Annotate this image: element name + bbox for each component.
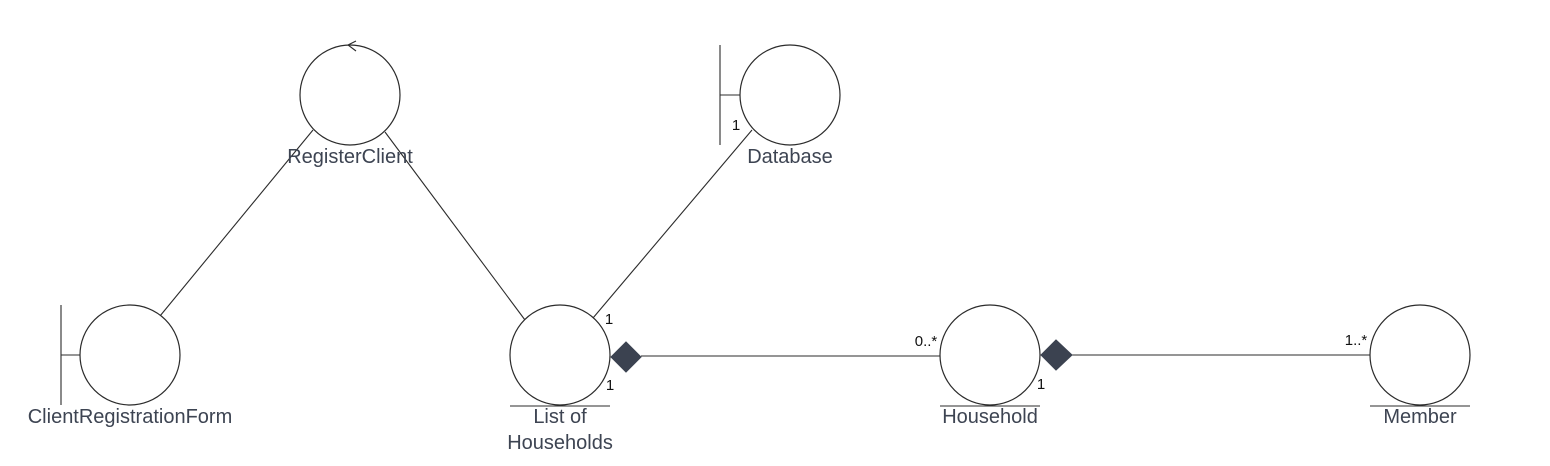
entity-label: Member: [1383, 406, 1457, 428]
edge-form-to-registerclient: [159, 129, 314, 317]
multiplicity-household-composition: 1: [1037, 376, 1045, 393]
composition-diamond-list: [610, 341, 642, 373]
boundary-client-registration-form[interactable]: ClientRegistrationForm: [28, 304, 233, 428]
entity-circle: [1369, 304, 1471, 406]
control-label: RegisterClient: [287, 146, 413, 168]
boundary-database[interactable]: Database: [719, 44, 841, 168]
boundary-label: ClientRegistrationForm: [28, 406, 233, 428]
entity-list-of-households[interactable]: List of Households: [507, 304, 613, 454]
multiplicity-household-in-list: 0..*: [915, 333, 938, 350]
control-arrow-icon: [346, 40, 357, 52]
control-circle: [299, 44, 401, 146]
entity-member[interactable]: Member: [1369, 304, 1471, 428]
entity-household[interactable]: Household: [939, 304, 1041, 428]
edge-registerclient-to-list: [384, 131, 526, 321]
boundary-circle: [739, 44, 841, 146]
entity-circle: [509, 304, 611, 406]
entity-label: Household: [942, 406, 1038, 428]
boundary-circle: [79, 304, 181, 406]
edge-list-to-database: [592, 129, 753, 319]
multiplicity-list-composition: 1: [606, 377, 614, 394]
entity-label-line-2: Households: [507, 432, 613, 454]
control-register-client[interactable]: RegisterClient: [287, 40, 413, 168]
boundary-label: Database: [747, 146, 833, 168]
composition-diamond-household: [1040, 339, 1073, 371]
entity-label-line-1: List of: [533, 406, 587, 428]
multiplicity-database: 1: [732, 117, 740, 134]
multiplicity-list-to-database: 1: [605, 311, 613, 328]
entity-circle: [939, 304, 1041, 406]
multiplicity-member: 1..*: [1345, 332, 1368, 349]
